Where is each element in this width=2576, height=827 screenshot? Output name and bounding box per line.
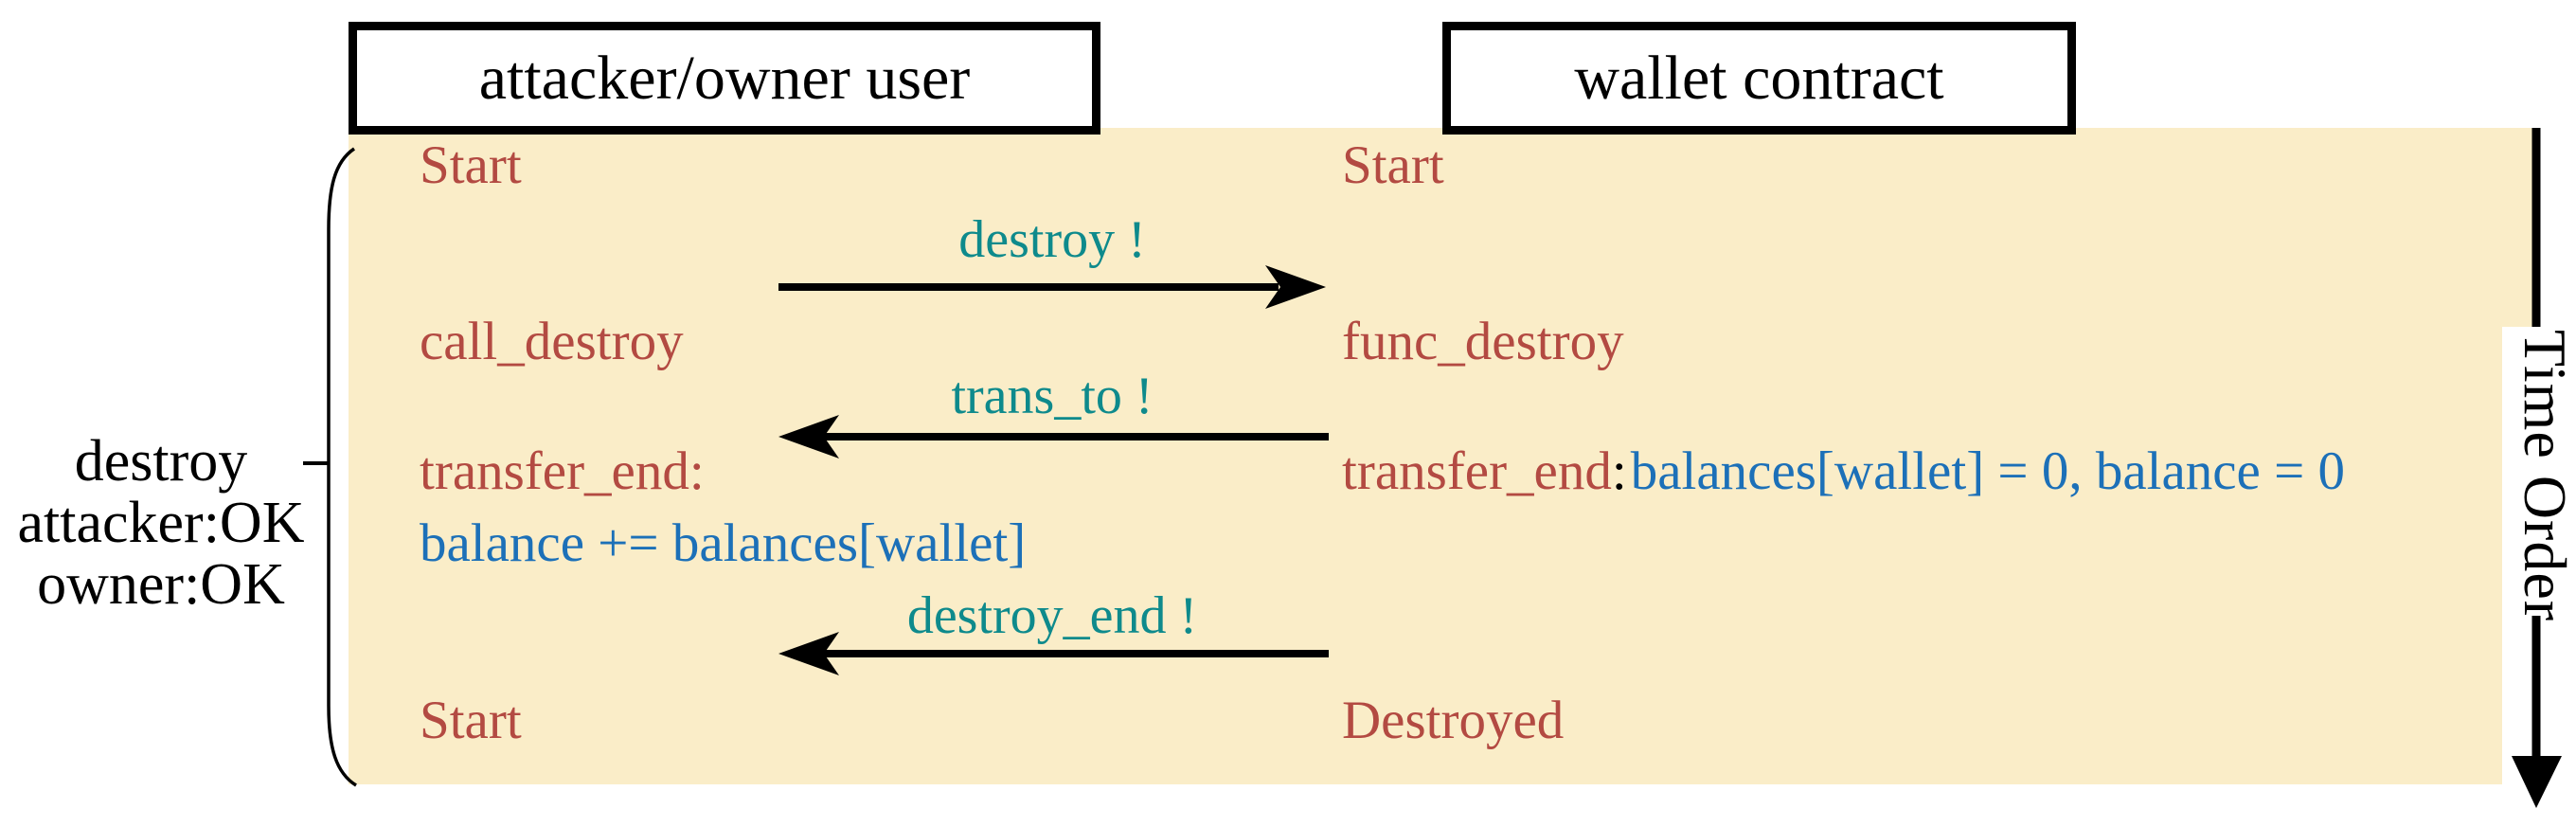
scenario-panel [349,128,2536,784]
scenario-note-line: attacker:OK [17,491,305,555]
user-state-call-destroy: call_destroy [420,312,684,371]
time-order-label: Time Order [2512,330,2576,622]
scenario-note-line: destroy [74,429,248,494]
message-label-destroy: destroy ! [958,210,1146,269]
user-state-start-bottom: Start [420,691,522,750]
wallet-state-start-top: Start [1342,135,1444,195]
wallet-transfer-end-colon: : [1611,441,1627,501]
wallet-state-func-destroy: func_destroy [1342,312,1624,371]
participant-box-user: attacker/owner user [349,22,1100,135]
participant-box-wallet: wallet contract [1442,22,2076,135]
wallet-state-destroyed: Destroyed [1342,691,1565,750]
user-transfer-end-code: balance += balances[wallet] [420,513,1027,573]
user-state-start-top: Start [420,135,522,195]
wallet-transfer-end-code: balances[wallet] = 0, balance = 0 [1630,441,2345,501]
message-label-trans-to: trans_to ! [951,367,1154,425]
wallet-state-transfer-end-line: transfer_end: balances[wallet] = 0, bala… [1342,444,2345,498]
scenario-note: destroy attacker:OK owner:OK [0,431,322,616]
participant-label-wallet: wallet contract [1574,43,1944,113]
message-label-destroy-end: destroy_end ! [906,586,1198,645]
wallet-transfer-end-label: transfer_end [1342,441,1612,501]
user-state-transfer-end: transfer_end: [420,441,705,501]
participant-label-user: attacker/owner user [478,43,971,113]
scenario-note-line: owner:OK [37,552,285,617]
